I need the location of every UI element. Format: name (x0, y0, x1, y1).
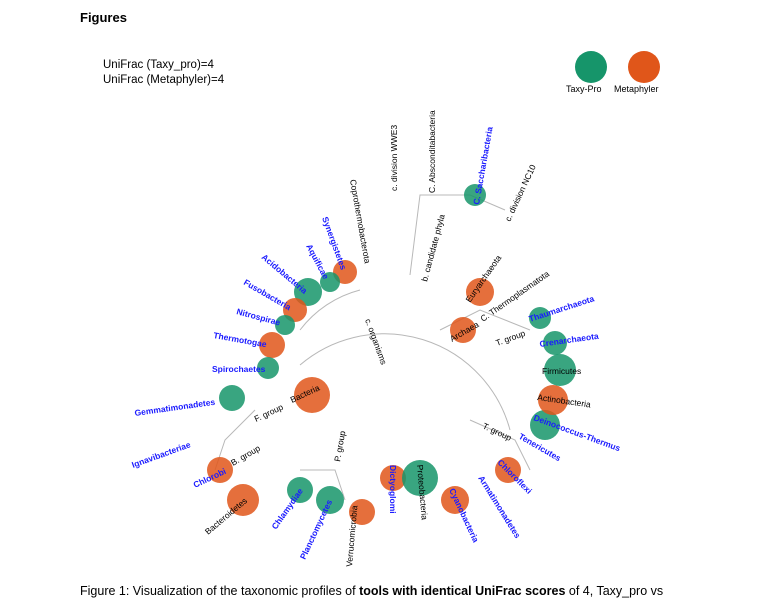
figures-heading: Figures (80, 10, 127, 25)
circle-acidobacteria (294, 278, 322, 306)
circle-spirochaetes (257, 357, 279, 379)
figure-caption: Figure 1: Visualization of the taxonomic… (80, 584, 663, 598)
node-label-f-group: F. group (253, 402, 285, 424)
node-label-b-group: B. group (229, 443, 262, 468)
circle-gemmatimonadetes (219, 385, 245, 411)
circle-deinococcus (530, 410, 560, 440)
circle-nitrospirae (275, 315, 295, 335)
legend: Taxy-Pro Metaphyler (566, 51, 660, 94)
branch-t-group (469, 419, 531, 471)
circle-saccharibacteria (464, 184, 486, 206)
leaf-planctomycetes: Planctomycetes (298, 498, 335, 561)
leaf-saccharibacteria: C. Saccharibacteria (471, 126, 495, 206)
legend-swatch-metaphyler (628, 51, 660, 83)
node-label-c-organisms: c. organisms (363, 317, 389, 366)
circle-bacteria (294, 377, 330, 413)
node-label-t-group-upper: T. group (494, 328, 527, 348)
circle-chlamydiae (287, 477, 313, 503)
leaf-division-nc10: c. division NC10 (503, 163, 538, 223)
circle-synergistetes-taxy (320, 272, 340, 292)
circle-firmicutes (544, 354, 576, 386)
leaf-chlamydiae: Chlamydiae (269, 486, 305, 531)
unifrac-taxy-pro-score: UniFrac (Taxy_pro)=4 (103, 59, 214, 71)
circle-chlorobi (207, 457, 233, 483)
legend-label-taxy-pro: Taxy-Pro (566, 84, 602, 94)
node-label-candidate-phyla: b. candidate phyla (419, 213, 447, 282)
branch-inner-arc (299, 289, 361, 331)
circle-cyanobacteria (441, 486, 469, 514)
leaf-bacteroidetes: Bacteroidetes (203, 495, 249, 536)
circle-chloroflexi (495, 457, 521, 483)
circle-proteobacteria (402, 460, 438, 496)
circle-dictyoglomi (380, 465, 406, 491)
unifrac-scores: UniFrac (Taxy_pro)=4 UniFrac (Metaphyler… (103, 58, 224, 88)
caption-suffix: of 4, Taxy_pro vs (565, 584, 664, 598)
circle-verrucomicrobia (349, 499, 375, 525)
leaf-spirochaetes: Spirochaetes (212, 364, 266, 374)
leaf-nitrospirae: Nitrospirae (235, 306, 281, 327)
leaf-fusobacteria: Fusobacteria (242, 277, 293, 312)
leaf-absconditabacteria: C. Absconditabacteria (427, 110, 437, 193)
circle-thaumarchaeota (529, 307, 551, 329)
unifrac-metaphyler-score: UniFrac (Metaphyler)=4 (103, 74, 225, 86)
circle-planctomycetes (316, 486, 344, 514)
tree-branches (214, 194, 531, 501)
leaf-thermotogae: Thermotogae (213, 330, 268, 349)
circle-archaea (450, 317, 476, 343)
node-label-p-group: P. group (332, 430, 347, 463)
leaf-aquificae: Aquificae (304, 242, 331, 281)
circle-thermotogae (259, 332, 285, 358)
caption-bold: tools with identical UniFrac scores (359, 584, 566, 598)
leaf-ignavibacteriae: Ignavibacteriae (130, 439, 192, 470)
circle-actinobacteria (538, 385, 568, 415)
leaf-gemmatimonadetes: Gemmatimonadetes (134, 397, 216, 418)
leaf-proteobacteria: Proteobacteria (415, 464, 430, 520)
leaf-firmicutes: Firmicutes (542, 366, 581, 376)
branch-root-arc (299, 333, 511, 431)
branch-candidate (409, 194, 506, 276)
legend-label-metaphyler: Metaphyler (614, 84, 659, 94)
leaf-dictyoglomi: Dictyoglomi (388, 465, 398, 514)
circle-bacteroidetes (227, 484, 259, 516)
legend-swatch-taxy-pro (575, 51, 607, 83)
leaf-verrucomicrobia: Verrucomicrobia (344, 505, 359, 567)
circle-euryarchaeota (466, 278, 494, 306)
branch-p-group (300, 469, 346, 501)
leaf-coprothermobacterota: Coprothermobacterota (348, 179, 373, 265)
circle-crenarchaeota (543, 331, 567, 355)
leaf-division-wwe3: c. division WWE3 (389, 125, 399, 191)
profile-circles (207, 184, 576, 525)
taxonomy-tree-figure: Taxy-Pro Metaphyler (130, 51, 660, 567)
caption-prefix: Figure 1: Visualization of the taxonomic… (80, 584, 360, 598)
